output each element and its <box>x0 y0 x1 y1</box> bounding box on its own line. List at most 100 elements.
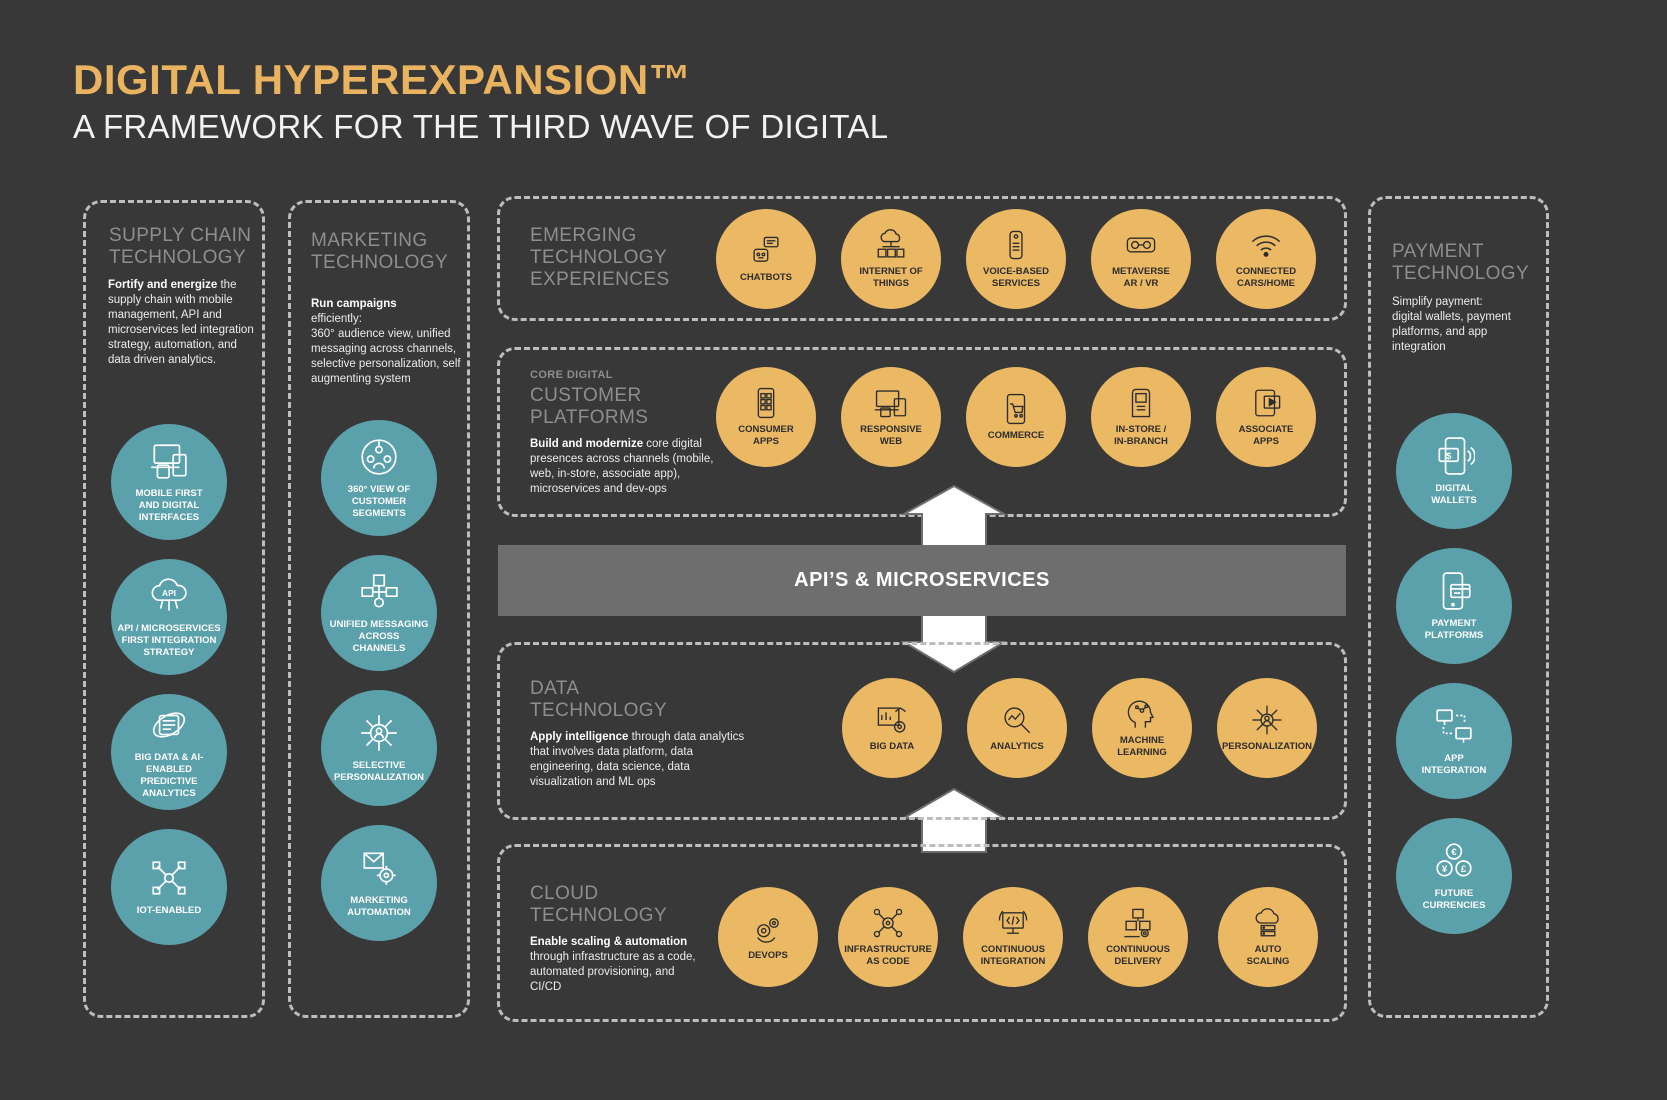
marketing-title: MARKETING TECHNOLOGY <box>311 230 449 273</box>
commerce-node: COMMERCE <box>966 367 1066 467</box>
core-platforms-title: CUSTOMER PLATFORMS <box>530 385 649 428</box>
devops-gears-icon <box>757 918 779 943</box>
connected-cars-label: CONNECTED CARS/HOME <box>1235 266 1297 289</box>
iot-network-icon <box>152 861 186 895</box>
analytics-node: ANALYTICS <box>967 678 1067 778</box>
data-technology-description: Apply intelligence through data analytic… <box>530 731 745 788</box>
associate-apps-label: ASSOCIATE APPS <box>1238 424 1294 447</box>
continuous-delivery-node: CONTINUOUS DELIVERY <box>1088 887 1188 987</box>
unified-messaging-node: UNIFIED MESSAGING ACROSS CHANNELS <box>321 555 437 671</box>
responsive-devices-icon <box>874 390 907 418</box>
payment-panel <box>1368 196 1549 1018</box>
marketing-automation-node: MARKETING AUTOMATION <box>321 825 437 941</box>
delivery-boxes-icon <box>1124 908 1151 938</box>
mobile-first-label: MOBILE FIRST AND DIGITAL INTERFACES <box>135 488 203 523</box>
emerging-technology-title: EMERGING TECHNOLOGY EXPERIENCES <box>530 225 670 290</box>
auto-scaling-node: AUTO SCALING <box>1218 887 1318 987</box>
chatbot-icon <box>753 236 779 262</box>
marketing-automation-label: MARKETING AUTOMATION <box>347 895 411 918</box>
person-hub-icon <box>1252 705 1282 735</box>
core-platforms-description: Build and modernize core digital presenc… <box>530 438 714 495</box>
kiosk-icon <box>1131 388 1151 418</box>
in-store-label: IN-STORE / IN-BRANCH <box>1114 424 1168 447</box>
emerging-technology-panel <box>497 196 1347 321</box>
iot-label: INTERNET OF THINGS <box>859 266 923 289</box>
voice-services-label: VOICE-BASED SERVICES <box>983 266 1049 289</box>
svg-text:£: £ <box>1461 864 1467 875</box>
devops-label: DEVOPS <box>748 950 788 961</box>
code-monitor-icon <box>998 910 1028 934</box>
commerce-label: COMMERCE <box>987 430 1045 441</box>
consumer-apps-label: CONSUMER APPS <box>738 424 794 447</box>
customer-view-node: 360° VIEW OF CUSTOMER SEGMENTS <box>321 420 437 536</box>
api-microservices-bar-label: API’S & MICROSERVICES <box>794 569 1050 591</box>
big-data-label: BIG DATA <box>869 741 915 752</box>
app-integration-label: APP INTEGRATION <box>1421 753 1487 776</box>
ai-chip-icon <box>152 712 186 738</box>
messaging-icon <box>361 574 398 608</box>
big-data-ai-label: BIG DATA & AI-ENABLED PREDICTIVE ANALYTI… <box>134 752 204 799</box>
payment-platforms-node: PAYMENT PLATFORMS <box>1396 548 1512 664</box>
cloud-scaling-icon <box>1255 908 1279 937</box>
big-data-ai-node: BIG DATA & AI-ENABLED PREDICTIVE ANALYTI… <box>111 694 227 810</box>
in-store-node: IN-STORE / IN-BRANCH <box>1091 367 1191 467</box>
tablet-video-icon <box>1255 389 1281 417</box>
svg-text:¥: ¥ <box>1442 864 1448 875</box>
chatbots-label: CHATBOTS <box>739 272 793 283</box>
machine-learning-node: MACHINE LEARNING <box>1092 678 1192 778</box>
responsive-web-node: RESPONSIVE WEB <box>841 367 941 467</box>
voice-services-node: VOICE-BASED SERVICES <box>966 209 1066 309</box>
marketing-panel <box>288 200 470 1018</box>
digital-wallets-node: $ DIGITAL WALLETS <box>1396 413 1512 529</box>
mobile-cart-icon <box>1006 393 1026 425</box>
digital-wallets-label: DIGITAL WALLETS <box>1431 483 1477 506</box>
core-platforms-kicker: CORE DIGITAL <box>530 369 613 381</box>
continuous-integration-label: CONTINUOUS INTEGRATION <box>980 944 1046 967</box>
supply-chain-title: SUPPLY CHAIN TECHNOLOGY <box>109 225 252 268</box>
page-title: DIGITAL HYPEREXPANSION™ <box>73 56 692 103</box>
svg-text:€: € <box>1451 847 1457 858</box>
marketing-description: Run campaigns efficiently: 360° audience… <box>311 298 461 385</box>
api-microservices-node: API API / MICROSERVICES FIRST INTEGRATIO… <box>111 559 227 675</box>
devops-node: DEVOPS <box>718 887 818 987</box>
consumer-apps-node: CONSUMER APPS <box>716 367 816 467</box>
chatbots-node: CHATBOTS <box>716 209 816 309</box>
cloud-technology-title: CLOUD TECHNOLOGY <box>530 883 668 926</box>
auto-scaling-label: AUTO SCALING <box>1246 944 1290 967</box>
automation-gear-icon <box>363 852 396 885</box>
data-technology-title: DATA TECHNOLOGY <box>530 678 668 721</box>
payment-platforms-label: PAYMENT PLATFORMS <box>1424 618 1484 641</box>
supply-chain-description: Fortify and energize the supply chain wi… <box>108 279 254 366</box>
customer-view-label: 360° VIEW OF CUSTOMER SEGMENTS <box>347 484 411 519</box>
future-currencies-label: FUTURE CURRENCIES <box>1422 888 1486 911</box>
selective-personalization-node: SELECTIVE PERSONALIZATION <box>321 690 437 806</box>
personalization-node: PERSONALIZATION <box>1217 678 1317 778</box>
selective-personalization-label: SELECTIVE PERSONALIZATION <box>333 760 425 783</box>
app-integration-icon <box>1436 709 1472 743</box>
responsive-web-label: RESPONSIVE WEB <box>860 424 922 447</box>
payment-title: PAYMENT TECHNOLOGY <box>1392 241 1530 284</box>
iot-cloud-icon <box>877 229 905 258</box>
supply-chain-panel <box>83 200 265 1018</box>
smart-speaker-icon <box>1009 230 1023 260</box>
iot-node: INTERNET OF THINGS <box>841 209 941 309</box>
infrastructure-as-code-label: INFRASTRUCTURE AS CODE <box>844 944 932 967</box>
payment-phone-icon <box>1442 572 1471 610</box>
future-currencies-node: € ¥ £ FUTURE CURRENCIES <box>1396 818 1512 934</box>
cloud-technology-description: Enable scaling & automation through infr… <box>530 936 696 993</box>
audience-icon <box>361 439 397 475</box>
analytics-label: ANALYTICS <box>990 741 1044 752</box>
connected-cars-node: CONNECTED CARS/HOME <box>1216 209 1316 309</box>
infrastructure-icon <box>873 908 903 938</box>
iot-enabled-label: IOT-ENABLED <box>136 905 202 916</box>
brain-head-icon <box>1127 700 1155 728</box>
analytics-magnifier-icon <box>1004 707 1031 734</box>
iot-enabled-node: IOT-ENABLED <box>111 829 227 945</box>
smartphone-apps-icon <box>757 387 775 419</box>
devices-icon <box>151 444 187 479</box>
page-subtitle: A FRAMEWORK FOR THE THIRD WAVE OF DIGITA… <box>73 108 889 145</box>
machine-learning-label: MACHINE LEARNING <box>1117 735 1167 758</box>
api-microservices-label: API / MICROSERVICES FIRST INTEGRATION ST… <box>117 623 221 658</box>
wifi-icon <box>1251 235 1281 257</box>
payment-description: Simplify payment: digital wallets, payme… <box>1392 296 1511 353</box>
